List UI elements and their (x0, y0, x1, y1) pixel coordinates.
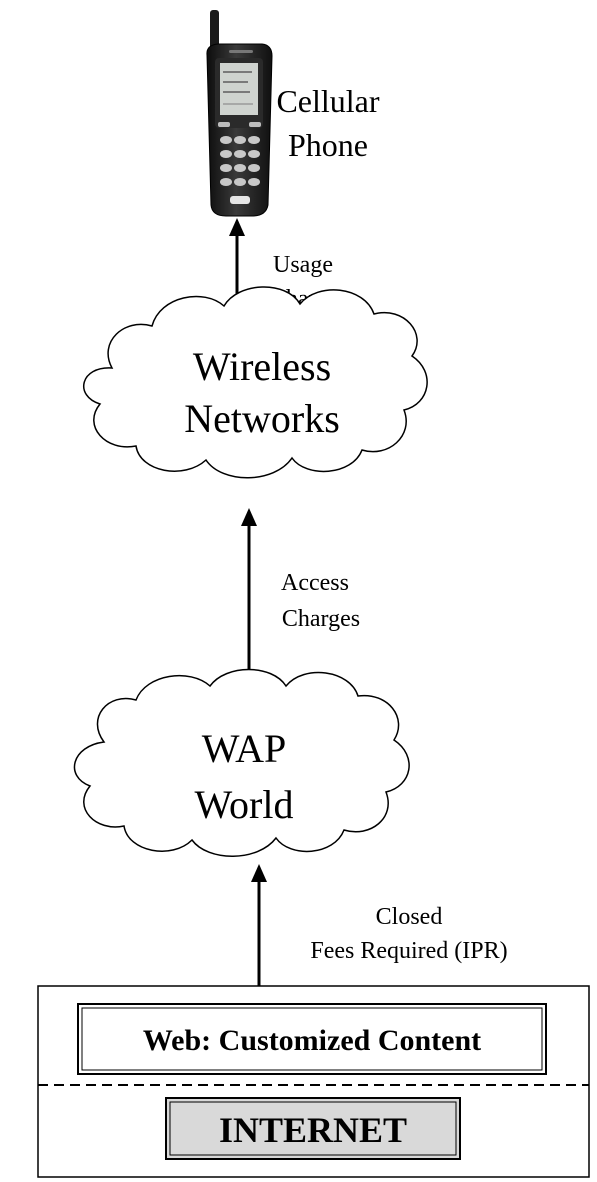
wap-world-label-line1: WAP (202, 726, 286, 771)
phone-label-line1: Cellular (276, 83, 379, 119)
wap-world-label-line2: World (195, 782, 294, 827)
access-charges-label-line1: Access (281, 570, 349, 596)
cellular-phone-icon (206, 10, 273, 217)
access-charges-label-line2: Charges (282, 606, 360, 632)
web-content-label: Web: Customized Content (143, 1024, 481, 1057)
wireless-networks-label-line1: Wireless (193, 344, 331, 389)
wap-world-cloud (73, 668, 410, 857)
phone-label-line2: Phone (288, 127, 368, 163)
wireless-networks-label-line2: Networks (184, 396, 340, 441)
wireless-networks-cloud (83, 286, 428, 479)
web-content-box (77, 1003, 547, 1075)
internet-label: INTERNET (219, 1110, 407, 1150)
internet-box (165, 1097, 461, 1160)
usage-charges-label-line1: Usage (273, 252, 333, 278)
closed-fees-label-line2: Fees Required (IPR) (310, 938, 507, 964)
access-charges-arrow (241, 508, 257, 688)
closed-fees-label-line1: Closed (376, 904, 443, 930)
